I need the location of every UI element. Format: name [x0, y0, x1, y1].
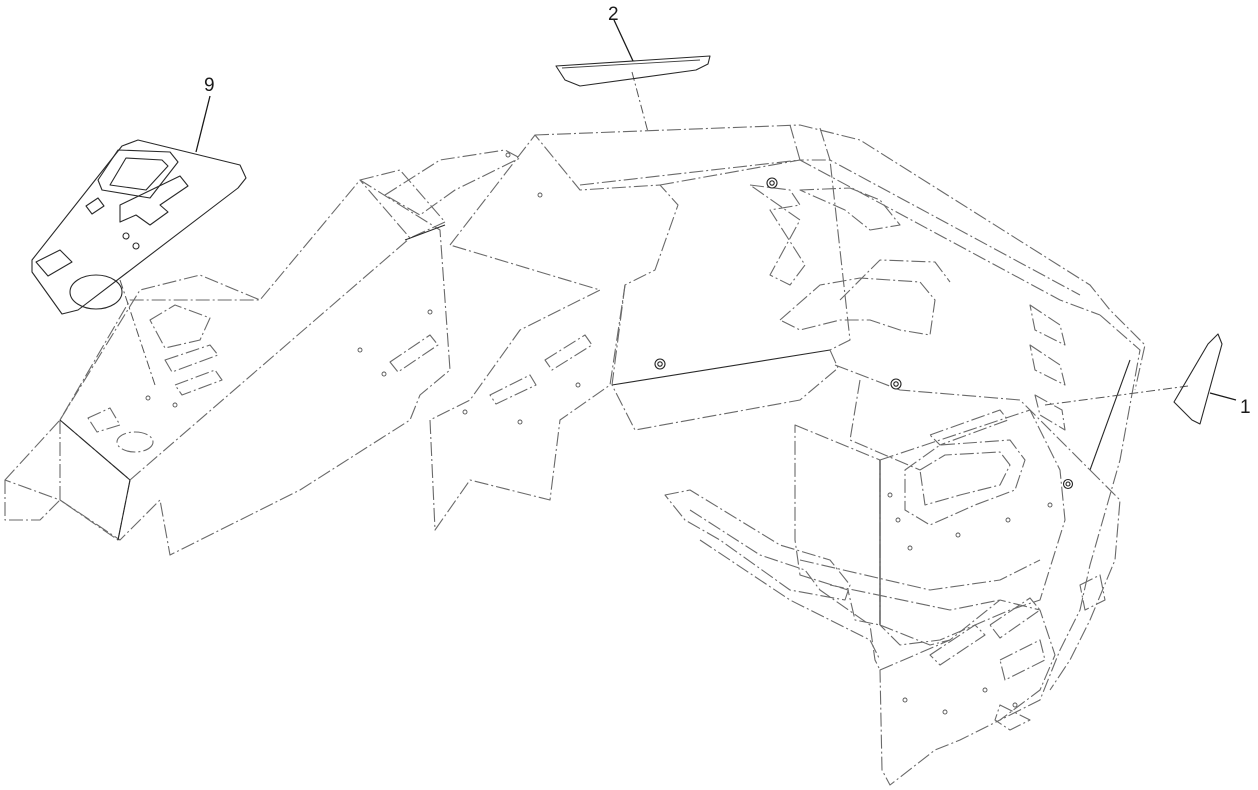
callout-number-9: 9	[204, 75, 215, 96]
shift-plate-decal-part	[31, 139, 247, 315]
callout-leaders	[195, 19, 1237, 401]
main-frame-assembly	[534, 124, 1146, 786]
bolt-icon	[893, 381, 899, 387]
placement-centerlines	[119, 71, 1189, 406]
callout-number-1: 1	[1240, 397, 1251, 418]
leader-line-1	[1209, 392, 1237, 401]
center-bracket-plate	[384, 134, 679, 531]
bolt-icon	[1065, 481, 1071, 487]
mounting-bolts	[654, 177, 1074, 490]
leader-line-9	[195, 95, 211, 153]
left-console-assembly	[4, 169, 451, 556]
bolt-icon	[769, 180, 775, 186]
callout-number-2: 2	[608, 4, 619, 25]
top-decal-part	[555, 55, 711, 87]
side-decal-part	[1173, 333, 1223, 425]
bolt-icon	[657, 361, 663, 367]
leader-line-2	[613, 19, 634, 62]
